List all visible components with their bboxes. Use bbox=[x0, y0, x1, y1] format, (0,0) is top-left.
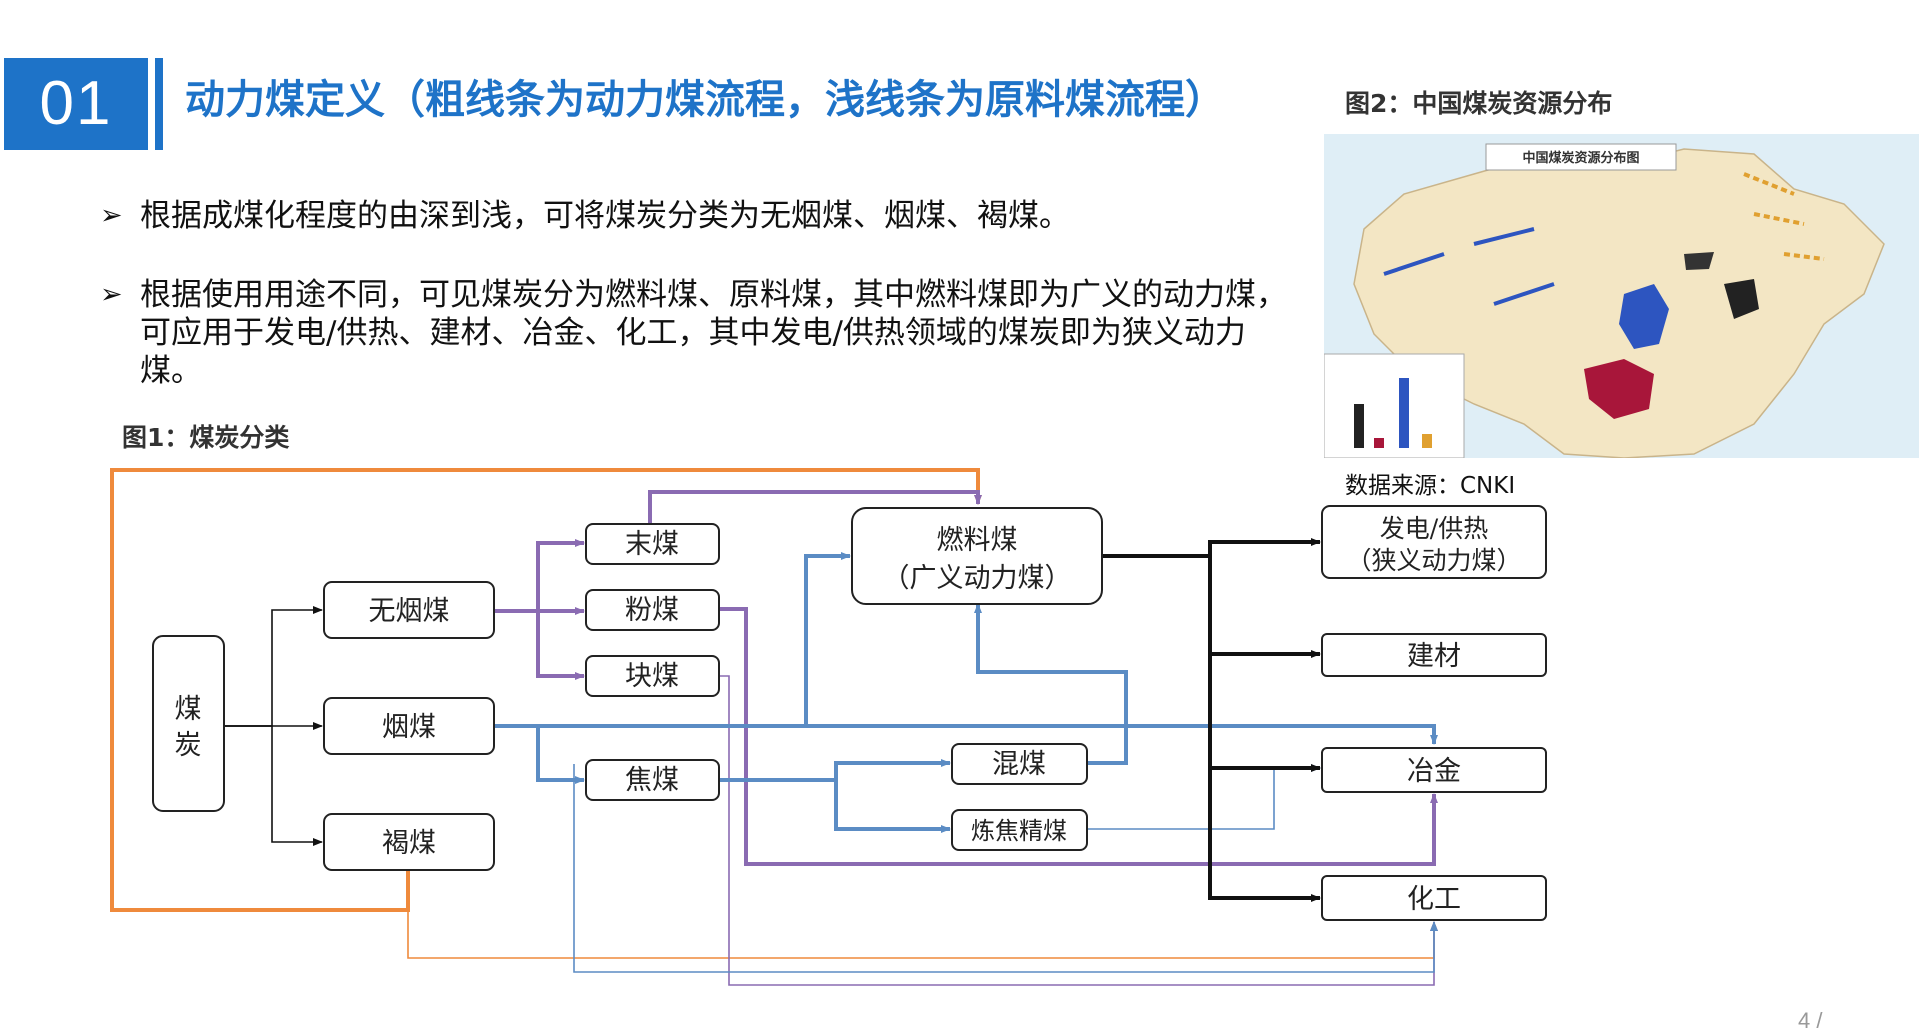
node-coking-clean bbox=[951, 809, 1088, 851]
node-power bbox=[1321, 505, 1547, 579]
figure1-caption: 图1：煤炭分类 bbox=[122, 423, 290, 452]
page-number: 4 / bbox=[1798, 1008, 1823, 1033]
node-chemical bbox=[1321, 875, 1547, 921]
node-metallurgy bbox=[1321, 747, 1547, 793]
inset-bar bbox=[1422, 434, 1432, 448]
flow-line bbox=[494, 724, 1438, 745]
bullet-item: ➢ 根据成煤化程度的由深到浅，可将煤炭分类为无烟煤、烟煤、褐煤。 bbox=[100, 197, 1300, 235]
flow-line bbox=[974, 603, 1128, 765]
node-fuel bbox=[851, 507, 1103, 605]
flow-line bbox=[719, 759, 951, 782]
map-blue-region bbox=[1619, 284, 1669, 349]
flow-line bbox=[1208, 556, 1321, 902]
flow-line bbox=[494, 724, 585, 784]
node-fuel-label: 燃料煤 bbox=[937, 525, 1018, 556]
node-coal bbox=[152, 635, 225, 812]
bullet-arrow-icon: ➢ bbox=[100, 200, 123, 231]
node-coal-label: 煤 bbox=[175, 694, 202, 725]
flow-line bbox=[719, 778, 951, 833]
flow-line bbox=[1208, 538, 1321, 556]
flow-line bbox=[224, 606, 323, 727]
inset-bar bbox=[1399, 378, 1409, 448]
node-bituminous-label: 烟煤 bbox=[382, 712, 436, 743]
bullet-text: 根据成煤化程度的由深到浅，可将煤炭分类为无烟煤、烟煤、褐煤。 bbox=[140, 198, 1070, 234]
page-title: 动力煤定义（粗线条为动力煤流程，浅线条为原料煤流程） bbox=[185, 77, 1225, 123]
node-power-label: （狭义动力煤） bbox=[1346, 546, 1521, 575]
flow-line bbox=[719, 607, 1438, 866]
flow-line bbox=[573, 764, 1438, 973]
node-blend bbox=[951, 743, 1088, 785]
node-coke bbox=[585, 759, 720, 801]
node-coking-clean-label: 炼焦精煤 bbox=[971, 817, 1067, 845]
flow-line bbox=[648, 490, 982, 524]
section-number: 01 bbox=[4, 58, 148, 150]
bituminous-flows bbox=[494, 552, 1438, 973]
node-blend-label: 混煤 bbox=[992, 749, 1046, 780]
node-lump bbox=[585, 655, 720, 697]
flow-line bbox=[494, 539, 585, 613]
node-lignite bbox=[323, 813, 495, 871]
inset-bar bbox=[1374, 438, 1384, 448]
flow-line bbox=[1208, 556, 1321, 658]
node-coke-label: 焦煤 bbox=[625, 765, 679, 796]
figure2-caption: 图2：中国煤炭资源分布 bbox=[1345, 89, 1613, 118]
node-powder-label: 粉煤 bbox=[625, 595, 679, 626]
node-fuel-label: （广义动力煤） bbox=[883, 563, 1072, 594]
map-title-box bbox=[1485, 143, 1677, 171]
inset-bar bbox=[1354, 404, 1364, 448]
node-fine bbox=[585, 523, 720, 565]
node-lump-label: 块煤 bbox=[625, 661, 679, 692]
flow-line bbox=[494, 609, 585, 680]
flow-line bbox=[494, 552, 851, 728]
node-anthracite-label: 无烟煤 bbox=[369, 596, 450, 627]
flow-line bbox=[110, 468, 982, 912]
map-dark-region bbox=[1724, 279, 1759, 319]
map-blue-marks bbox=[1383, 227, 1555, 306]
flow-line bbox=[1087, 764, 1321, 830]
node-building bbox=[1321, 633, 1547, 677]
map-orange-marks bbox=[1743, 172, 1825, 261]
node-lignite-label: 褐煤 bbox=[382, 828, 436, 859]
map-inset-chart bbox=[1324, 353, 1465, 458]
flow-line bbox=[1208, 556, 1321, 772]
map-title: 中国煤炭资源分布图 bbox=[1522, 150, 1639, 166]
node-metallurgy-label: 冶金 bbox=[1407, 756, 1461, 787]
bullet-item: ➢ 根据使用用途不同，可见煤炭分为燃料煤、原料煤，其中燃料煤即为广义的动力煤，可… bbox=[100, 276, 1300, 390]
node-fine-label: 末煤 bbox=[625, 529, 679, 560]
bullet-text: 根据使用用途不同，可见煤炭分为燃料煤、原料煤，其中燃料煤即为广义的动力煤，可应用… bbox=[140, 277, 1287, 389]
map-data-source: 数据来源：CNKI bbox=[1345, 473, 1516, 499]
map-red-region bbox=[1584, 359, 1654, 419]
node-building-label: 建材 bbox=[1407, 641, 1461, 672]
node-coal-label: 炭 bbox=[175, 730, 202, 761]
china-coal-map-image: 中国煤炭资源分布图 bbox=[1324, 134, 1919, 458]
bullet-arrow-icon: ➢ bbox=[100, 279, 123, 310]
node-bituminous bbox=[323, 697, 495, 755]
node-anthracite bbox=[323, 581, 495, 639]
flow-line bbox=[224, 725, 323, 846]
node-chemical-label: 化工 bbox=[1407, 884, 1461, 915]
map-dark-region bbox=[1684, 252, 1714, 270]
node-power-label: 发电/供热 bbox=[1380, 514, 1488, 543]
flow-line bbox=[407, 868, 1438, 959]
main-flows bbox=[224, 538, 1321, 902]
title-accent-bar bbox=[155, 58, 163, 150]
node-powder bbox=[585, 589, 720, 631]
